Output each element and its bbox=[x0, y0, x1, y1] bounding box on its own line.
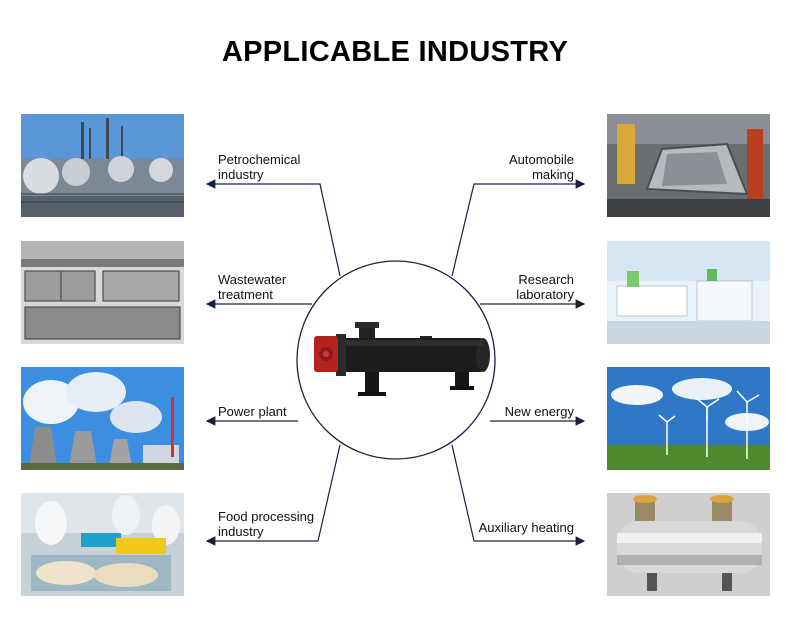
label-line: Power plant bbox=[218, 404, 287, 419]
connector-automobile bbox=[451, 179, 586, 277]
label-power-plant: Power plant bbox=[218, 404, 287, 419]
label-line: industry bbox=[218, 524, 264, 539]
label-auxiliary-heating: Auxiliary heating bbox=[479, 520, 574, 535]
label-research: Research laboratory bbox=[516, 272, 574, 302]
food-processing-photo bbox=[21, 493, 184, 596]
label-line: Auxiliary heating bbox=[478, 520, 574, 535]
label-line: Wastewater bbox=[218, 272, 287, 287]
auxiliary-heater-photo bbox=[607, 493, 770, 596]
wastewater-treatment-photo bbox=[21, 241, 184, 344]
label-line: New energy bbox=[504, 404, 574, 419]
label-line: Automobile bbox=[508, 152, 574, 167]
label-line: making bbox=[532, 167, 574, 182]
label-automobile: Automobile making bbox=[509, 152, 574, 182]
label-food-processing: Food processing industry bbox=[218, 509, 314, 539]
power-plant-photo bbox=[21, 367, 184, 470]
label-line: Food processing bbox=[218, 509, 315, 524]
research-laboratory-photo bbox=[607, 241, 770, 344]
label-petrochemical: Petrochemical industry bbox=[218, 152, 300, 182]
label-line: treatment bbox=[218, 287, 273, 302]
label-line: industry bbox=[218, 167, 264, 182]
petrochemical-plant-photo bbox=[21, 114, 184, 217]
automobile-factory-photo bbox=[607, 114, 770, 217]
page-title: APPLICABLE INDUSTRY bbox=[221, 36, 569, 68]
wind-turbines-photo bbox=[607, 367, 770, 470]
pipeline-heater-photo bbox=[314, 322, 490, 396]
label-wastewater: Wastewater treatment bbox=[218, 272, 286, 302]
label-line: Research bbox=[518, 272, 574, 287]
connector-petrochemical bbox=[205, 179, 341, 277]
label-line: Petrochemical bbox=[218, 152, 301, 167]
connector-food-processing bbox=[205, 444, 341, 546]
label-new-energy: New energy bbox=[505, 404, 574, 419]
label-line: laboratory bbox=[516, 287, 574, 302]
connector-auxiliary-heating bbox=[451, 444, 586, 546]
